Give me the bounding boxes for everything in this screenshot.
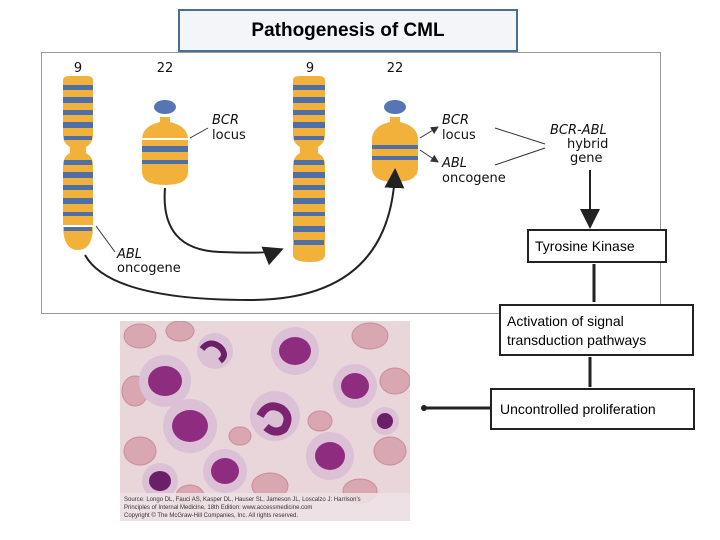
micrograph-caption-line2: Principles of Internal Medicine, 18th Ed…: [124, 505, 312, 511]
chromosome-22-left-number: 22: [157, 61, 174, 76]
chromosome-9-left: [50, 76, 96, 250]
title-box: Pathogenesis of CML: [178, 9, 518, 52]
abl-label-left: ABL: [116, 247, 142, 262]
proliferation-label: Uncontrolled proliferation: [500, 401, 656, 417]
activation-box: Activation of signal transduction pathwa…: [499, 304, 694, 356]
hybrid-label: hybrid: [567, 137, 608, 152]
bcr-pointer-left: [189, 127, 209, 139]
bcr-abl-label: BCR-ABL: [550, 123, 607, 138]
locus-label-left: locus: [212, 128, 246, 143]
chromosome-9-left-number: 9: [74, 61, 82, 76]
abl-pointer-left: [95, 225, 116, 253]
bcr-pointer-right: [419, 126, 439, 139]
oncogene-label-right: oncogene: [442, 171, 506, 186]
hybrid-bracket-upper: [494, 127, 546, 145]
chromosome-9-right-number: 9: [306, 61, 314, 76]
proliferation-box: Uncontrolled proliferation: [490, 388, 695, 430]
bcr-label-left: BCR: [212, 113, 239, 128]
chromosome-9-right: [293, 76, 325, 262]
abl-pointer-right: [419, 149, 439, 163]
micrograph-caption-line1: Source: Longo DL, Fauci AS, Kasper DL, H…: [124, 497, 361, 503]
abl-label-right: ABL: [441, 156, 467, 171]
chromosome-22-left: [130, 100, 200, 185]
connector-endpoint: [421, 405, 427, 411]
oncogene-label-left: oncogene: [117, 261, 181, 276]
activation-label: Activation of signal transduction pathwa…: [507, 313, 647, 348]
hybrid-bracket-lower: [494, 147, 546, 166]
chromosome-diagram-panel: [41, 52, 661, 314]
translocation-arrow-outer: [84, 168, 405, 302]
locus-label-right: locus: [442, 128, 476, 143]
page-title: Pathogenesis of CML: [251, 19, 445, 41]
gene-label: gene: [570, 151, 603, 166]
leukocyte-cells: [139, 327, 399, 499]
blood-smear-micrograph: Source: Longo DL, Fauci AS, Kasper DL, H…: [120, 321, 410, 521]
tyrosine-kinase-label: Tyrosine Kinase: [535, 238, 635, 254]
micrograph-caption-line3: Copyright © The McGraw-Hill Companies, I…: [124, 512, 298, 519]
translocation-arrow-bottom: [163, 187, 284, 266]
chromosome-22-right: [372, 100, 418, 182]
tyrosine-kinase-box: Tyrosine Kinase: [527, 229, 667, 263]
chromosome-22-right-number: 22: [387, 61, 404, 76]
bcr-label-right: BCR: [442, 113, 469, 128]
